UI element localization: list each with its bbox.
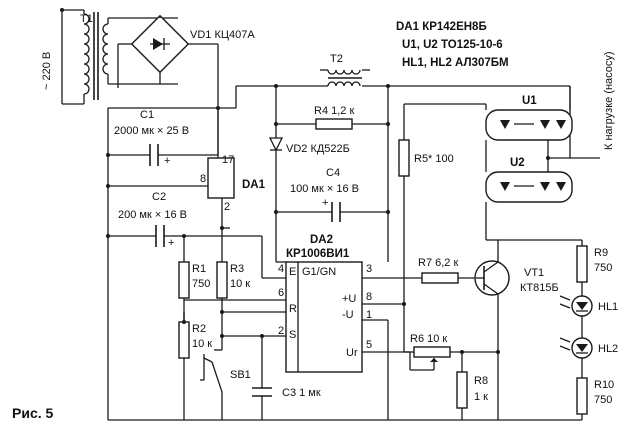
resistor-r8: R8 1 к <box>456 350 488 420</box>
figure-caption: Рис. 5 <box>12 405 54 421</box>
vd2-label: VD2 КД522Б <box>286 143 350 155</box>
sb1-label: SB1 <box>230 369 251 381</box>
r1-value: 750 <box>192 278 210 290</box>
da2-pin8: 8 <box>366 291 372 303</box>
r8-name: R8 <box>474 375 488 387</box>
c2-value: 200 мк × 16 В <box>118 209 187 221</box>
vt1-type: КТ815Б <box>520 282 559 294</box>
r10-value: 750 <box>594 394 612 406</box>
capacitor-c2: C2 200 мк × 16 В + <box>108 191 262 249</box>
da1-label: DA1 <box>242 179 266 191</box>
r10-name: R10 <box>594 379 614 391</box>
c1-name: C1 <box>140 109 154 121</box>
r6-label: R6 10 к <box>410 333 447 345</box>
capacitor-c1: C1 2000 мк × 25 В + <box>108 106 220 167</box>
regulator-da1: DA1 17 8 2 <box>108 108 266 230</box>
da2-pin2: 2 <box>278 325 284 337</box>
da2-pin-S: S <box>289 329 296 341</box>
opto-wiring: К нагрузке (насосу) <box>485 51 615 240</box>
da1-pin17: 17 <box>222 154 234 166</box>
timer-da2: DA2 КР1006ВИ1 E R S G1/GN +U -U Ur 4 6 2… <box>184 234 410 373</box>
hl2-label: HL2 <box>598 343 618 355</box>
u1-label: U1 <box>522 95 537 107</box>
bridge-vd1: VD1 КЦ407А <box>117 14 255 88</box>
capacitor-c3: C3 1 мк <box>252 336 321 420</box>
transformer-t1: T1 <box>80 10 109 104</box>
r3-name: R3 <box>230 263 244 275</box>
da2-pu: +U <box>342 293 356 305</box>
c4-value: 100 мк × 16 В <box>290 183 359 195</box>
u2-label: U2 <box>510 157 525 169</box>
da2-mu: -U <box>342 309 354 321</box>
resistor-r7: R7 6,2 к <box>388 257 476 284</box>
c1-plus: + <box>164 155 170 167</box>
r1-name: R1 <box>192 263 206 275</box>
da2-pin4: 4 <box>278 263 284 275</box>
r2-name: R2 <box>192 323 206 335</box>
t2-label: T2 <box>330 53 343 65</box>
da1-pin2: 2 <box>224 201 230 213</box>
da2-pin6: 6 <box>278 287 284 299</box>
da2-pin3: 3 <box>366 263 372 275</box>
r7-label: R7 6,2 к <box>418 257 458 269</box>
r5-label: R5* 100 <box>414 153 454 165</box>
potentiometer-r6: R6 10 к <box>387 304 500 420</box>
r4-label: R4 1,2 к <box>314 105 354 117</box>
r8-value: 1 к <box>474 391 488 403</box>
da2-pin-E: E <box>289 266 296 278</box>
da2-pin5: 5 <box>366 339 372 351</box>
r3-value: 10 к <box>230 278 250 290</box>
da1-pin8: 8 <box>200 173 206 185</box>
da2-type: КР1006ВИ1 <box>286 248 350 260</box>
c2-plus: + <box>168 237 174 249</box>
t1-label: T1 <box>80 13 93 25</box>
transformer-t2: T2 <box>320 53 370 87</box>
vcc-rail <box>182 227 230 262</box>
mains-label: ~ 220 В <box>41 52 53 90</box>
r9-value: 750 <box>594 262 612 274</box>
optocoupler-u2: U2 <box>485 157 573 203</box>
c2-name: C2 <box>152 191 166 203</box>
transistor-vt1: VT1 КТ815Б <box>474 239 559 420</box>
c1-value: 2000 мк × 25 В <box>114 125 189 137</box>
da2-gn: G1/GN <box>302 266 336 278</box>
load-label: К нагрузке (насосу) <box>603 51 615 150</box>
da2-pin-R: R <box>289 303 297 315</box>
resistor-r3: R3 10 к <box>216 261 250 312</box>
c4-name: C4 <box>326 167 340 179</box>
component-notes: DA1 КР142ЕН8Б U1, U2 ТО125-10-6 HL1, HL2… <box>396 21 509 69</box>
note-line2: U1, U2 ТО125-10-6 <box>402 39 503 51</box>
indicator-chain: R9 750 HL1 HL2 R10 750 <box>498 239 618 420</box>
da2-name: DA2 <box>310 234 333 246</box>
c3-label: C3 1 мк <box>282 387 321 399</box>
main-rails <box>106 85 571 420</box>
vt1-name: VT1 <box>524 267 544 279</box>
da2-pin1: 1 <box>366 309 372 321</box>
note-line1: DA1 КР142ЕН8Б <box>396 21 487 33</box>
hl1-label: HL1 <box>598 301 618 313</box>
r9-name: R9 <box>594 247 608 259</box>
r2-value: 10 к <box>192 338 212 350</box>
optocoupler-u1: U1 <box>485 95 573 141</box>
note-line3: HL1, HL2 АЛ307БМ <box>402 57 509 69</box>
c4-plus: + <box>322 197 328 209</box>
resistor-r1: R1 750 <box>178 261 210 322</box>
feedback-block: R4 1,2 к VD2 КД522Б C4 100 мк × 16 В + <box>268 84 390 263</box>
da2-ur: Ur <box>346 347 358 359</box>
bridge-wiring <box>107 17 178 85</box>
resistor-r2: R2 10 к <box>178 312 212 420</box>
vd1-label: VD1 КЦ407А <box>190 29 255 41</box>
mains-input: ~ 220 В <box>41 8 84 105</box>
button-sb1: SB1 <box>200 312 251 420</box>
